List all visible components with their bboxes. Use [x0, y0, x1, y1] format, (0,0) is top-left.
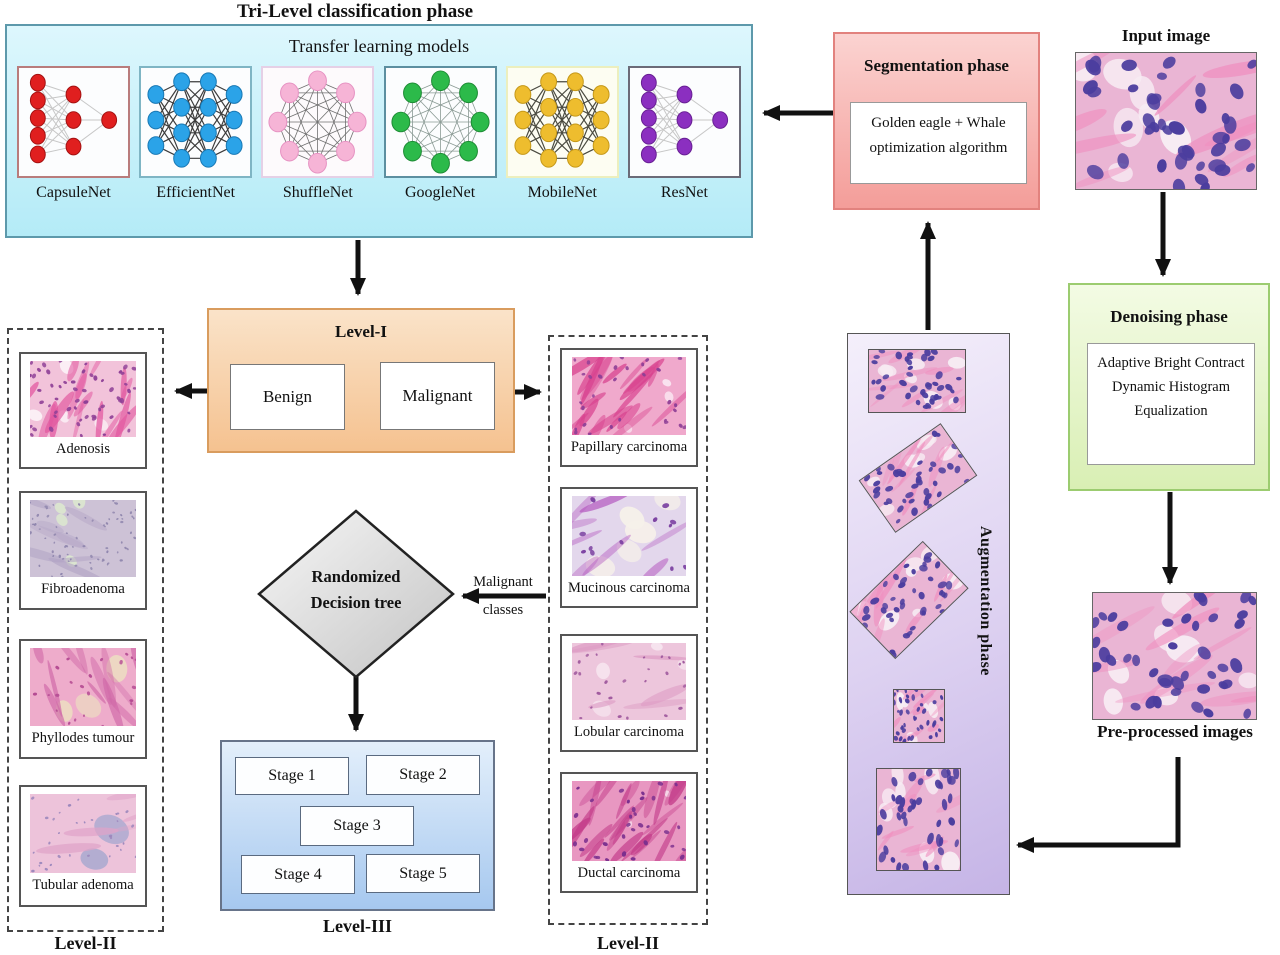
fibroadenoma-image: [30, 500, 136, 577]
efficientnet-network-icon: [139, 66, 253, 178]
malignant-box: Malignant: [380, 362, 495, 430]
denoising-title: Denoising phase: [1110, 307, 1228, 326]
class-label: Ductal carcinoma: [577, 865, 681, 881]
level1-panel: Level-I Benign Malignant: [207, 308, 515, 453]
input-image-title: Input image: [1121, 26, 1211, 45]
stage-2-box: Stage 2: [366, 755, 480, 795]
adenosis-image: [30, 361, 136, 437]
level1-title: Level-I: [335, 322, 387, 341]
segmentation-algorithm: Golden eagle + Whale optimization algori…: [850, 102, 1027, 184]
decision-label: Randomized Decision tree: [310, 567, 402, 612]
mobilenet-network-icon: [505, 66, 619, 178]
model-capsulenet: CapsuleNet: [17, 66, 130, 202]
class-label: Lobular carcinoma: [574, 724, 684, 740]
model-resnet: ResNet: [627, 66, 741, 202]
class-label: Tubular adenoma: [32, 877, 134, 893]
segmentation-title: Segmentation phase: [864, 56, 1009, 75]
class-card-adenosis: Adenosis: [19, 352, 147, 469]
input-histology-image: [1076, 53, 1256, 189]
stage-3-box: Stage 3: [300, 806, 414, 846]
arrow-preprocessed-to-augmentation: [1016, 757, 1181, 853]
resnet-network-icon: [627, 66, 741, 178]
class-label: Adenosis: [56, 441, 110, 457]
augmented-image-2: [858, 423, 978, 533]
segmentation-panel: Segmentation phase Golden eagle + Whale …: [833, 32, 1040, 210]
class-label: Fibroadenoma: [41, 581, 125, 597]
ductal-carcinoma-image: [572, 781, 686, 861]
malignant-classes-note: Malignant classes: [473, 574, 533, 618]
malignant-classes-group: [548, 335, 708, 925]
class-card-papillary: Papillary carcinoma: [560, 348, 698, 467]
mucinous-carcinoma-image: [572, 496, 686, 576]
class-card-fibroadenoma: Fibroadenoma: [19, 491, 147, 610]
transfer-heading: Transfer learning models: [288, 36, 470, 56]
model-label: ShuffleNet: [282, 184, 353, 201]
benign-classes-group: [7, 328, 164, 932]
papillary-carcinoma-image: [572, 357, 686, 435]
lobular-carcinoma-image: [572, 643, 686, 720]
augmentation-title: Augmentation phase: [977, 526, 994, 676]
model-efficientnet: EfficientNet: [139, 66, 253, 202]
augmented-image-1: [868, 349, 966, 413]
phyllodes-image: [30, 648, 136, 726]
model-label: CapsuleNet: [36, 184, 111, 201]
augmentation-panel: Augmentation phase: [847, 333, 1010, 895]
level3-panel: Stage 1 Stage 2 Stage 3 Stage 4 Stage 5: [220, 740, 495, 911]
class-card-tubular: Tubular adenoma: [19, 785, 147, 907]
stage-5-box: Stage 5: [366, 854, 480, 893]
stage-1-box: Stage 1: [235, 757, 349, 795]
class-card-mucinous: Mucinous carcinoma: [560, 487, 698, 608]
level3-caption: Level-III: [323, 916, 392, 936]
capsulenet-network-icon: [17, 66, 130, 178]
model-shufflenet: ShuffleNet: [261, 66, 375, 202]
class-label: Mucinous carcinoma: [567, 580, 690, 596]
googlenet-network-icon: [383, 66, 497, 178]
augmented-image-4: [893, 689, 945, 743]
preprocessed-histology-image: [1093, 593, 1256, 719]
model-label: EfficientNet: [156, 184, 236, 201]
class-label: Papillary carcinoma: [570, 439, 688, 455]
benign-group-caption: Level-II: [54, 933, 117, 953]
model-googlenet: GoogleNet: [383, 66, 497, 202]
model-label: GoogleNet: [404, 184, 476, 201]
model-row: CapsuleNet EfficientNet ShuffleNet Googl…: [7, 66, 751, 202]
augmented-image-3: [849, 540, 969, 660]
denoising-panel: Denoising phase Adaptive Bright Contract…: [1068, 283, 1270, 491]
transfer-learning-panel: Transfer learning models CapsuleNet Effi…: [5, 24, 753, 238]
shufflenet-network-icon: [261, 66, 375, 178]
class-card-ductal: Ductal carcinoma: [560, 772, 698, 893]
class-card-lobular: Lobular carcinoma: [560, 634, 698, 752]
model-mobilenet: MobileNet: [505, 66, 619, 202]
decision-diamond: [257, 509, 455, 679]
denoising-method: Adaptive Bright Contract Dynamic Histogr…: [1087, 343, 1255, 465]
preprocessed-caption: Pre-processed images: [1097, 722, 1253, 741]
model-label: ResNet: [660, 184, 708, 201]
malignant-group-caption: Level-II: [597, 933, 659, 953]
augmented-image-5: [876, 768, 961, 871]
benign-box: Benign: [230, 364, 345, 430]
model-label: MobileNet: [527, 184, 597, 201]
tubular-adenoma-image: [30, 794, 136, 873]
input-image: [1075, 52, 1257, 190]
stage-4-box: Stage 4: [241, 855, 355, 894]
preprocessed-image: [1092, 592, 1257, 720]
class-card-phyllodes: Phyllodes tumour: [19, 639, 147, 759]
class-label: Phyllodes tumour: [31, 730, 135, 746]
diagram-title: Tri-Level classification phase: [236, 1, 474, 22]
